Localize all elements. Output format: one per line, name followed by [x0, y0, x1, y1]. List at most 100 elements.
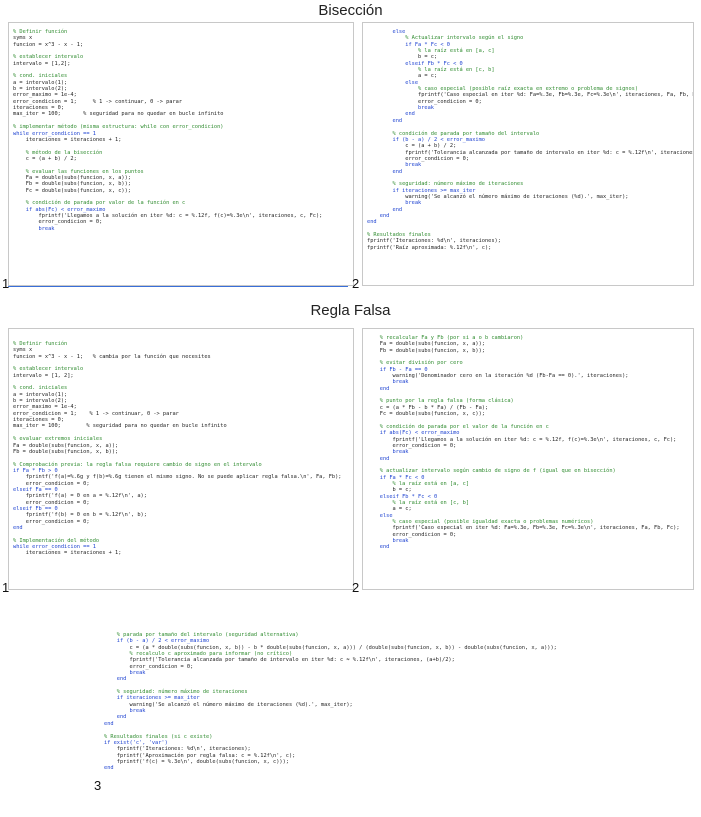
code-panel-regula-falsi-3: % parada por tamaño del intervalo (segur… — [100, 632, 580, 808]
code-line: fprintf('f(a)=%.6g y f(b)=%.6g tienen el… — [13, 474, 342, 481]
code-line: fprintf('f(b) = 0 en b = %.12f\n', b); — [13, 512, 147, 519]
code-line: b = c; — [367, 487, 412, 494]
code-line: c = (a + b) / 2; — [367, 143, 457, 150]
code-line: % Definir función — [13, 341, 68, 347]
code-line: error_condicion = 0; — [13, 480, 90, 487]
code-line: fprintf('f(a) = 0 en a = %.12f\n', a); — [13, 493, 147, 500]
code-line: error_condicion = 0; — [13, 499, 90, 506]
code-panel-regula-falsi-2: % recalcular Fa y Fb (por si a o b cambi… — [362, 328, 694, 590]
code-line: a = c; — [367, 506, 412, 513]
code-line: break — [367, 538, 409, 544]
code-line: % la raíz está en [a, c] — [367, 48, 495, 55]
code-line: end — [367, 455, 390, 462]
code-line: if abs(Fc) < error_maximo — [13, 206, 106, 213]
code-line: % actualizar intervalo según cambio de s… — [367, 468, 616, 475]
code-line: fprintf('Tolerancia alcanzada por tamaño… — [104, 657, 455, 664]
code-line: funcion = x^3 - x - 1; % cambia por la f… — [13, 353, 211, 360]
code-line: % recalcular Fa y Fb (por si a o b cambi… — [367, 335, 524, 341]
code-line: error_maximo = 1e-4; — [13, 92, 77, 99]
code-line: warning('Denominador cero en la iteració… — [367, 373, 629, 380]
code-line: if iteraciones >= max_iter — [104, 695, 200, 702]
code-line: elseif Fb == 0 — [13, 505, 58, 512]
code-line: if Fa * Fc < 0 — [367, 474, 425, 481]
code-line: fprintf('Tolerancia alcanzada por tamaño… — [367, 149, 694, 156]
code-line: Fa = double(subs(funcion, x, a)); — [13, 442, 119, 449]
code-line: % cond. iniciales — [13, 73, 68, 80]
code-line: end — [367, 219, 377, 226]
code-line: if exist('c', 'var') — [104, 739, 168, 746]
code-line: iteraciones = 0; — [13, 105, 65, 112]
code-line: fprintf('f(c) = %.3e\n', double(subs(fun… — [104, 758, 289, 765]
code-block: % recalcular Fa y Fb (por si a o b cambi… — [363, 329, 693, 551]
code-line: else — [367, 29, 406, 35]
code-line: end — [367, 117, 403, 124]
code-line: error_condicion = 0; — [13, 219, 103, 226]
panel-number: 1 — [2, 276, 10, 291]
code-line: % evaluar las funciones en los puntos — [13, 168, 144, 175]
code-block: % parada por tamaño del intervalo (segur… — [100, 632, 580, 772]
code-line: warning('Se alcanzó el número máximo de … — [367, 193, 629, 200]
code-line: Fa = double(subs(funcion, x, a)); — [367, 341, 485, 348]
code-line: while error_condicion == 1 — [13, 130, 96, 137]
code-line: iteraciones = iteraciones + 1; — [13, 136, 122, 143]
code-line: end — [104, 714, 127, 721]
code-line: fprintf('Aproximación por regla falsa: c… — [104, 752, 296, 759]
code-line: error_maximo = 1e-4; — [13, 404, 77, 411]
code-line: % caso especial (posible igualdad exacta… — [367, 518, 594, 525]
code-line: c = (a + b) / 2; — [13, 155, 77, 162]
code-line: break — [367, 200, 422, 207]
code-line: error_condicion = 0; — [367, 98, 482, 105]
code-line: Fb = double(subs(funcion, x, b)); — [367, 347, 485, 354]
code-line: % evitar división por cero — [367, 360, 463, 367]
code-line: % punto por la regla falsa (forma clásic… — [367, 398, 514, 405]
code-line: elseif Fa == 0 — [13, 486, 58, 493]
panel-number: 2 — [352, 276, 360, 291]
regula-falsi-title: Regla Falsa — [310, 302, 391, 319]
code-line: break — [104, 670, 146, 677]
code-line: % seguridad: número máximo de iteracione… — [367, 181, 524, 188]
code-line: % Resultados finales (si c existe) — [104, 733, 213, 740]
panel-number: 3 — [94, 778, 102, 793]
code-line: % seguridad: número máximo de iteracione… — [104, 689, 248, 696]
code-panel-bisection-2: else % Actualizar intervalo según el sig… — [362, 22, 694, 286]
code-line: error_condicion = 0; — [367, 531, 457, 538]
code-line: funcion = x^3 - x - 1; — [13, 41, 84, 48]
code-line: b = c; — [367, 54, 438, 61]
code-line: Fc = double(subs(funcion, x, c)); — [367, 411, 485, 418]
code-line: % la raíz está en [c, b] — [367, 67, 495, 74]
code-line: break — [367, 105, 434, 112]
code-line: % la raíz está en [a, c] — [367, 480, 470, 487]
code-line: a = intervalo(1); — [13, 391, 68, 398]
code-line: break — [367, 449, 409, 456]
code-line: elseif Fb * Fc < 0 — [367, 60, 463, 67]
code-line: break — [367, 162, 422, 169]
code-line: end — [367, 206, 403, 213]
bisection-title: Bisección — [318, 2, 383, 19]
code-line: fprintf('Llegamos a la solución en iter … — [13, 212, 323, 219]
code-line: if Fa * Fc < 0 — [367, 41, 450, 48]
code-line: % Definir función — [13, 29, 68, 35]
code-line: iteraciones = iteraciones + 1; — [13, 550, 122, 557]
code-line: max_iter = 100; % seguridad para no qued… — [13, 423, 227, 430]
code-line: % cond. iniciales — [13, 385, 68, 392]
code-line: end — [367, 111, 415, 118]
code-line: end — [13, 524, 23, 531]
code-line: end — [104, 765, 114, 772]
code-line: error_condicion = 1; % 1 -> continuar, 0… — [13, 98, 183, 105]
code-line: % Actualizar intervalo según el signo — [367, 35, 524, 42]
code-line: % establecer intervalo — [13, 366, 84, 373]
code-line: end — [367, 544, 390, 551]
code-block: else % Actualizar intervalo según el sig… — [363, 23, 693, 251]
code-line: fprintf('Caso especial en iter %d: Fa=%.… — [367, 92, 694, 99]
code-line: % establecer intervalo — [13, 54, 84, 61]
code-line: warning('Se alcanzó el número máximo de … — [104, 701, 353, 708]
code-line: % recalculo c aproximado para informar (… — [104, 651, 293, 658]
code-line: Fb = double(subs(funcion, x, b)); — [13, 448, 119, 455]
code-line: end — [367, 212, 390, 219]
code-line: end — [367, 385, 390, 392]
code-line: % implementar método (misma estructura: … — [13, 124, 224, 131]
code-line: % evaluar extremos iniciales — [13, 436, 103, 443]
